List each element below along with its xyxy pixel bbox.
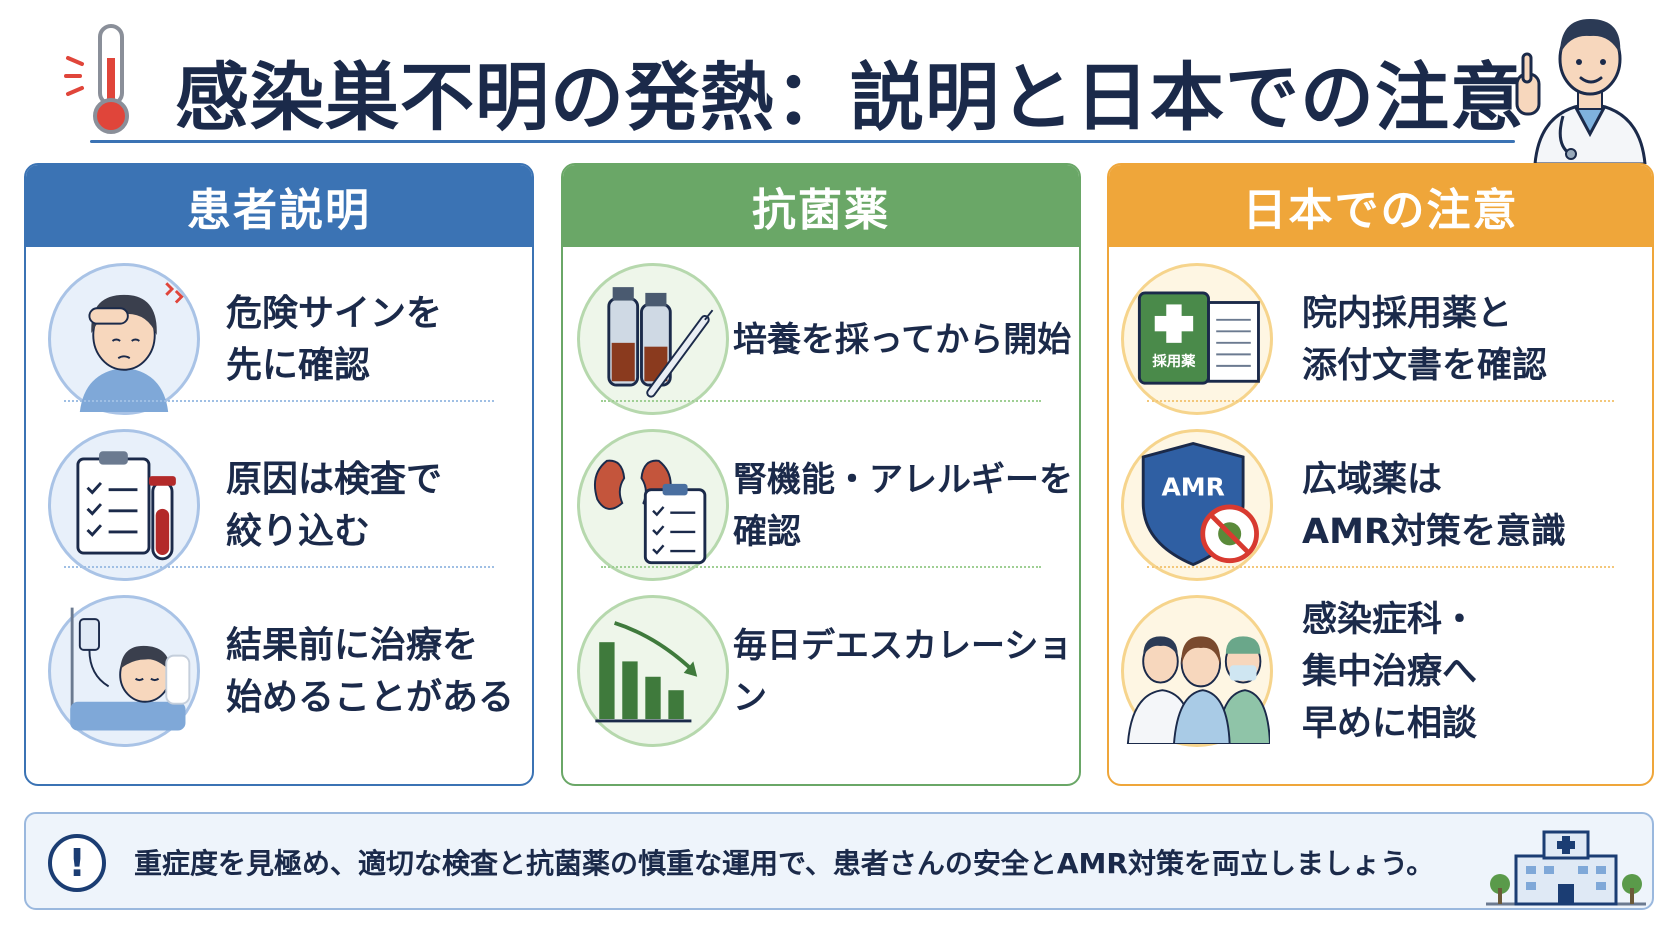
divider [1147, 566, 1614, 568]
title-underline [90, 140, 1515, 143]
formulary-book-icon: 採用薬 [1121, 263, 1273, 415]
exclamation-icon: ! [48, 834, 106, 892]
summary-text: 重症度を見極め、適切な検査と抗菌薬の慎重な運用で、患者さんの安全とAMR対策を両… [134, 847, 1435, 880]
list-item: 培養を採ってから開始 [563, 255, 1079, 425]
panel-heading: 日本での注意 [1109, 165, 1652, 247]
item-text: 広域薬は AMR対策を意識 [1302, 460, 1566, 552]
doctor-pointing-icon [1515, 4, 1665, 166]
list-item: 感染症科・ 集中治療へ 早めに相談 [1109, 587, 1652, 757]
item-text: 結果前に治療を 始めることがある [226, 625, 515, 718]
list-item: 結果前に治療を 始めることがある [26, 587, 532, 757]
panel-patient-explanation: 患者説明 危険サインを 先に確認 [24, 163, 534, 786]
kidney-checklist-icon [577, 429, 729, 581]
panel-heading: 抗菌薬 [563, 165, 1079, 247]
declining-bar-chart-icon [577, 595, 729, 747]
item-text: 腎機能・アレルギーを確認 [733, 460, 1073, 552]
summary-banner: ! 重症度を見極め、適切な検査と抗菌薬の慎重な運用で、患者さんの安全とAMR対策… [24, 812, 1654, 910]
page-title: 感染巣不明の発熱：説明と日本での注意 [175, 55, 1525, 141]
panel-japan-notes: 日本での注意 採用薬 院内採用薬と 添付文書を確認 [1107, 163, 1654, 786]
item-text: 感染症科・ 集中治療へ 早めに相談 [1302, 600, 1478, 744]
item-text: 培養を採ってから開始 [733, 320, 1072, 360]
list-item: 危険サインを 先に確認 [26, 255, 532, 425]
hospital-building-icon [1486, 822, 1646, 908]
list-item: AMR 広域薬は AMR対策を意識 [1109, 421, 1652, 591]
panel-antibiotics: 抗菌薬 培養を採ってから開始 [561, 163, 1081, 786]
list-item: 腎機能・アレルギーを確認 [563, 421, 1079, 591]
item-text: 院内採用薬と 添付文書を確認 [1302, 294, 1548, 386]
divider [64, 400, 494, 402]
list-item: 原因は検査で 絞り込む [26, 421, 532, 591]
list-item: 毎日デエスカレーション [563, 587, 1079, 757]
item-text: 原因は検査で 絞り込む [226, 459, 443, 552]
book-label: 採用薬 [1152, 352, 1196, 370]
clipboard-test-tube-icon [48, 429, 200, 581]
divider [601, 566, 1041, 568]
divider [601, 400, 1041, 402]
amr-shield-icon: AMR [1121, 429, 1273, 581]
shield-label: AMR [1161, 472, 1224, 501]
divider [64, 566, 494, 568]
iv-drip-patient-icon [48, 595, 200, 747]
item-text: 毎日デエスカレーション [733, 626, 1073, 718]
headache-patient-icon [48, 263, 200, 415]
item-text: 危険サインを 先に確認 [226, 293, 443, 386]
header: 感染巣不明の発熱：説明と日本での注意 [0, 0, 1672, 166]
thermometer-icon [60, 18, 150, 138]
panel-heading: 患者説明 [26, 165, 532, 247]
medical-team-icon [1121, 595, 1273, 747]
divider [1147, 400, 1614, 402]
list-item: 採用薬 院内採用薬と 添付文書を確認 [1109, 255, 1652, 425]
culture-bottles-syringe-icon [577, 263, 729, 415]
